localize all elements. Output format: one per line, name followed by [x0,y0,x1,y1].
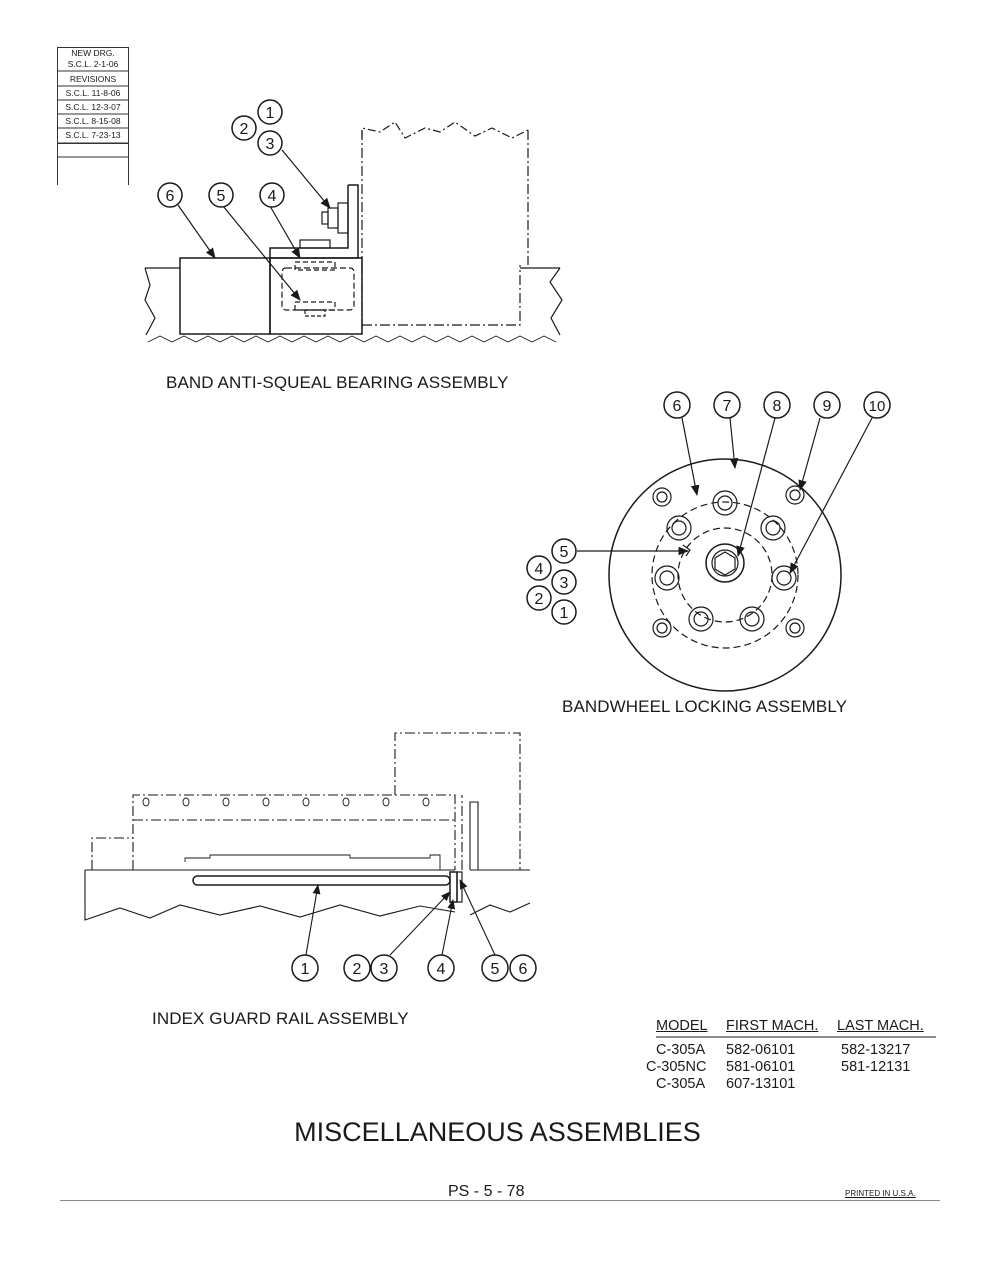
bearing-callouts [157,99,285,208]
last-mach-header: LAST MACH. [837,1018,924,1034]
revision-entry: S.C.L. 8-15-08 [65,116,121,126]
table-cell-last: 581-12131 [841,1059,911,1075]
revisions-label: REVISIONS [69,74,117,84]
page-title: MISCELLANEOUS ASSEMBLIES [294,1117,701,1147]
callout-bubble [663,391,691,419]
callout-bubble [863,391,891,419]
guard-rail-callouts [291,954,537,982]
callout-bubble [526,585,552,611]
guard-rail-assembly-title: INDEX GUARD RAIL ASSEMBLY [152,1009,409,1028]
guard-rail-callout-numbers: 1 2 3 4 5 6 [301,961,528,978]
bandwheel-callout-numbers: 6 7 8 9 10 5 4 3 2 1 [535,398,886,622]
callout-bubble [370,954,398,982]
callout-bubble [257,130,283,156]
callout-number: 5 [491,961,500,978]
callout-number: 4 [268,188,277,205]
bandwheel-assembly-title: BANDWHEEL LOCKING ASSEMBLY [562,697,848,716]
callout-bubble [343,954,371,982]
table-cell-last: 582-13217 [841,1042,911,1058]
callout-number: 5 [217,188,226,205]
callout-bubble [551,569,577,595]
table-cell-first: 607-13101 [726,1076,796,1092]
callout-bubble [231,115,257,141]
callout-bubble [259,182,285,208]
bandwheel-callouts [526,391,891,625]
outer-bolts [652,485,805,638]
callout-number: 6 [166,188,175,205]
guard-rail-drawing [84,732,531,956]
callout-number: 6 [519,961,528,978]
callout-number: 8 [773,398,782,415]
revision-entry: S.C.L. 11-8-06 [65,88,121,98]
callout-bubble [208,182,234,208]
new-drg-value: S.C.L. 2-1-06 [67,59,119,69]
revision-block: NEW DRG. S.C.L. 2-1-06 REVISIONS S.C.L. … [57,47,129,185]
footer-rule [60,1200,940,1201]
table-cell-model: C-305A [656,1042,706,1058]
callout-number: 4 [437,961,446,978]
inner-bolts [654,490,797,632]
callout-number: 7 [723,398,732,415]
table-cell-first: 582-06101 [726,1042,796,1058]
bearing-callout-numbers: 1 2 3 6 5 4 [166,105,277,205]
callout-bubble [551,599,577,625]
callout-bubble [291,954,319,982]
callout-number: 4 [535,561,544,578]
callout-bubble [526,555,552,581]
callout-bubble [763,391,791,419]
callout-number: 1 [266,105,275,122]
bandwheel-drawing [577,417,873,692]
callout-number: 10 [869,398,886,415]
callout-number: 5 [560,544,569,561]
table-cell-first: 581-06101 [726,1059,796,1075]
bearing-assembly-drawing [144,121,563,343]
callout-number: 9 [823,398,832,415]
callout-bubble [713,391,741,419]
callout-bubble [481,954,509,982]
revision-entry: S.C.L. 7-23-13 [65,130,121,140]
callout-number: 2 [353,961,362,978]
bearing-assembly-title: BAND ANTI-SQUEAL BEARING ASSEMBLY [166,373,509,392]
callout-number: 3 [380,961,389,978]
callout-number: 6 [673,398,682,415]
page-number: PS - 5 - 78 [448,1183,525,1200]
callout-number: 3 [266,136,275,153]
model-header: MODEL [656,1018,708,1034]
callout-bubble [157,182,183,208]
table-cell-model: C-305A [656,1076,706,1092]
first-mach-header: FIRST MACH. [726,1018,819,1034]
callout-bubble [551,538,577,564]
callout-bubble [813,391,841,419]
table-cell-model: C-305NC [646,1059,707,1075]
callout-bubble [257,99,283,125]
callout-number: 1 [560,605,569,622]
table-underline [656,1036,936,1038]
revision-entry: S.C.L. 12-3-07 [65,102,121,112]
callout-number: 2 [535,591,544,608]
callout-number: 3 [560,575,569,592]
callout-number: 1 [301,961,310,978]
callout-bubble [509,954,537,982]
printed-in-usa: PRINTED IN U.S.A. [845,1189,916,1198]
callout-number: 2 [240,121,249,138]
revision-block-frame [57,47,129,185]
callout-bubble [427,954,455,982]
new-drg-label: NEW DRG. [71,48,115,58]
